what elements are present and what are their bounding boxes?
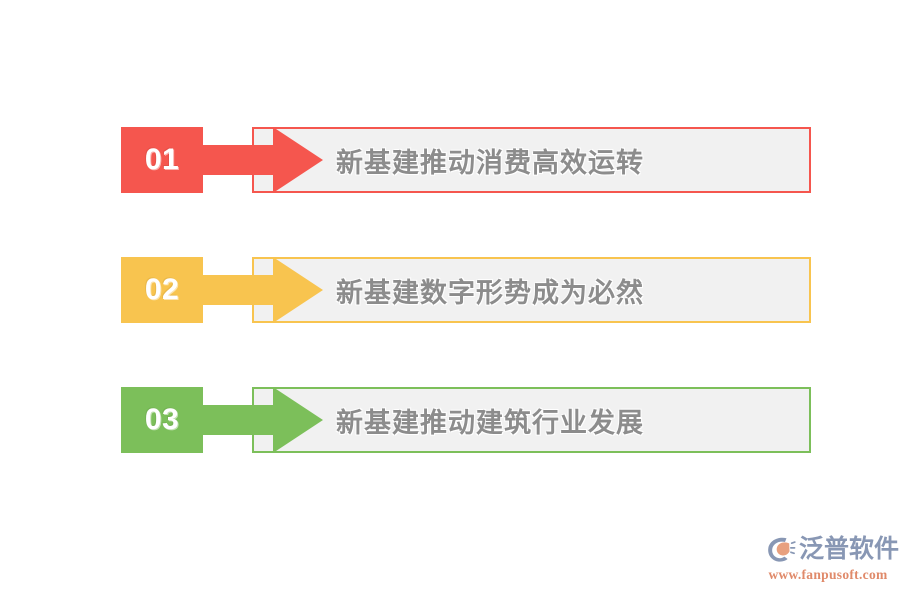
step-number-label-3: 03 <box>144 403 180 436</box>
step-title-2: 新基建数字形势成为必然 <box>336 277 644 308</box>
content-panel-1 <box>252 127 811 193</box>
content-panel-3 <box>252 387 811 453</box>
brand-lockup: 泛普软件 <box>766 532 899 566</box>
arrow-shape-3 <box>195 387 323 453</box>
content-panel-2 <box>252 257 811 323</box>
step-number-box-3: 03 <box>121 387 203 453</box>
step-number-box-1: 01 <box>121 127 203 193</box>
infographic-row-2[interactable]: 02 新基建数字形势成为必然 <box>121 257 811 323</box>
arrow-shape-1 <box>195 127 323 193</box>
fanpu-logo-icon <box>766 535 796 563</box>
brand-watermark: 泛普软件 www.fanpusoft.com <box>766 532 899 588</box>
arrow-shape-2 <box>195 257 323 323</box>
brand-url: www.fanpusoft.com <box>768 567 888 582</box>
step-number-label-1: 01 <box>144 143 180 176</box>
step-title-3: 新基建推动建筑行业发展 <box>336 407 644 438</box>
brand-name: 泛普软件 <box>799 534 900 563</box>
step-title-1: 新基建推动消费高效运转 <box>336 147 644 178</box>
infographic-row-1[interactable]: 01 新基建推动消费高效运转 <box>121 127 811 193</box>
step-number-box-2: 02 <box>121 257 203 323</box>
step-number-label-2: 02 <box>144 273 180 306</box>
infographic-row-3[interactable]: 03 新基建推动建筑行业发展 <box>121 387 811 453</box>
